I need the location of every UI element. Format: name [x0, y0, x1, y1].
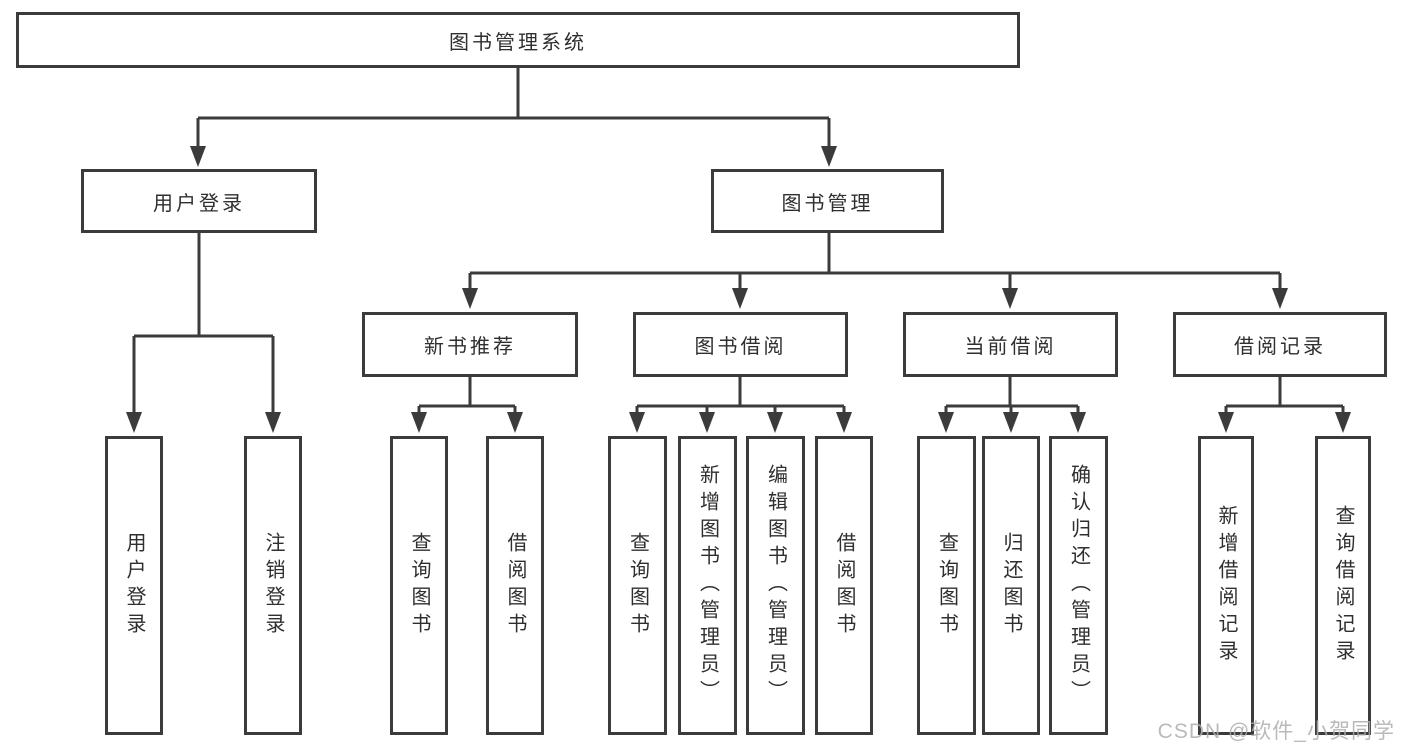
connector-book-management-to-level3: [462, 233, 1288, 309]
connector-book-borrow-to-leaves: [629, 377, 852, 433]
leaf-query-books-recommend: 查询图书: [390, 436, 448, 735]
connector-borrow-records-to-leaves: [1218, 377, 1351, 433]
connector-current-borrow-to-leaves: [938, 377, 1086, 433]
leaf-add-borrow-record: 新增借阅记录: [1198, 436, 1254, 735]
leaf-edit-books-admin-label: 编辑图书（管理员）: [764, 464, 787, 707]
node-new-book-recommendation-label: 新书推荐: [424, 336, 516, 358]
leaf-query-books-current: 查询图书: [917, 436, 976, 735]
leaf-borrow-books-recommend: 借阅图书: [486, 436, 544, 735]
leaf-query-books-recommend-label: 查询图书: [408, 531, 430, 640]
leaf-confirm-return-admin: 确认归还（管理员）: [1049, 436, 1108, 735]
node-borrowing-records: 借阅记录: [1173, 312, 1387, 377]
leaf-query-books-current-label: 查询图书: [935, 531, 958, 640]
watermark: CSDN @软件_小贺同学: [1157, 720, 1395, 743]
leaf-query-books-borrow-label: 查询图书: [626, 531, 649, 640]
leaf-borrow-books-recommend-label: 借阅图书: [504, 531, 526, 640]
leaf-query-borrow-record: 查询借阅记录: [1315, 436, 1371, 735]
node-book-management: 图书管理: [711, 169, 944, 233]
node-root-label: 图书管理系统: [449, 31, 587, 54]
node-user-login-label: 用户登录: [153, 192, 245, 215]
node-current-borrowing: 当前借阅: [903, 312, 1118, 377]
leaf-borrow-books: 借阅图书: [815, 436, 873, 735]
leaf-add-books-admin-label: 新增图书（管理员）: [696, 464, 719, 707]
leaf-logout: 注销登录: [244, 436, 302, 735]
node-current-borrowing-label: 当前借阅: [964, 336, 1057, 358]
connector-user-login-to-leaves: [126, 233, 281, 433]
leaf-confirm-return-admin-label: 确认归还（管理员）: [1067, 464, 1090, 707]
leaf-borrow-books-label: 借阅图书: [833, 531, 855, 640]
leaf-add-books-admin: 新增图书（管理员）: [678, 436, 737, 735]
leaf-user-login: 用户登录: [105, 436, 163, 735]
connector-root-to-level2: [190, 68, 837, 167]
node-root: 图书管理系统: [16, 12, 1020, 68]
leaf-return-books-label: 归还图书: [1000, 531, 1022, 640]
node-book-borrowing-label: 图书借阅: [694, 336, 787, 358]
node-new-book-recommendation: 新书推荐: [362, 312, 578, 377]
node-borrowing-records-label: 借阅记录: [1234, 336, 1326, 358]
leaf-user-login-label: 用户登录: [123, 531, 145, 640]
leaf-edit-books-admin: 编辑图书（管理员）: [746, 436, 805, 735]
node-book-management-label: 图书管理: [781, 192, 874, 215]
leaf-query-books-borrow: 查询图书: [608, 436, 667, 735]
connector-new-book-to-leaves: [411, 377, 523, 433]
node-book-borrowing: 图书借阅: [633, 312, 848, 377]
leaf-logout-label: 注销登录: [262, 531, 284, 640]
leaf-query-borrow-record-label: 查询借阅记录: [1332, 504, 1354, 667]
node-user-login: 用户登录: [81, 169, 317, 233]
leaf-add-borrow-record-label: 新增借阅记录: [1215, 504, 1237, 667]
leaf-return-books: 归还图书: [982, 436, 1040, 735]
